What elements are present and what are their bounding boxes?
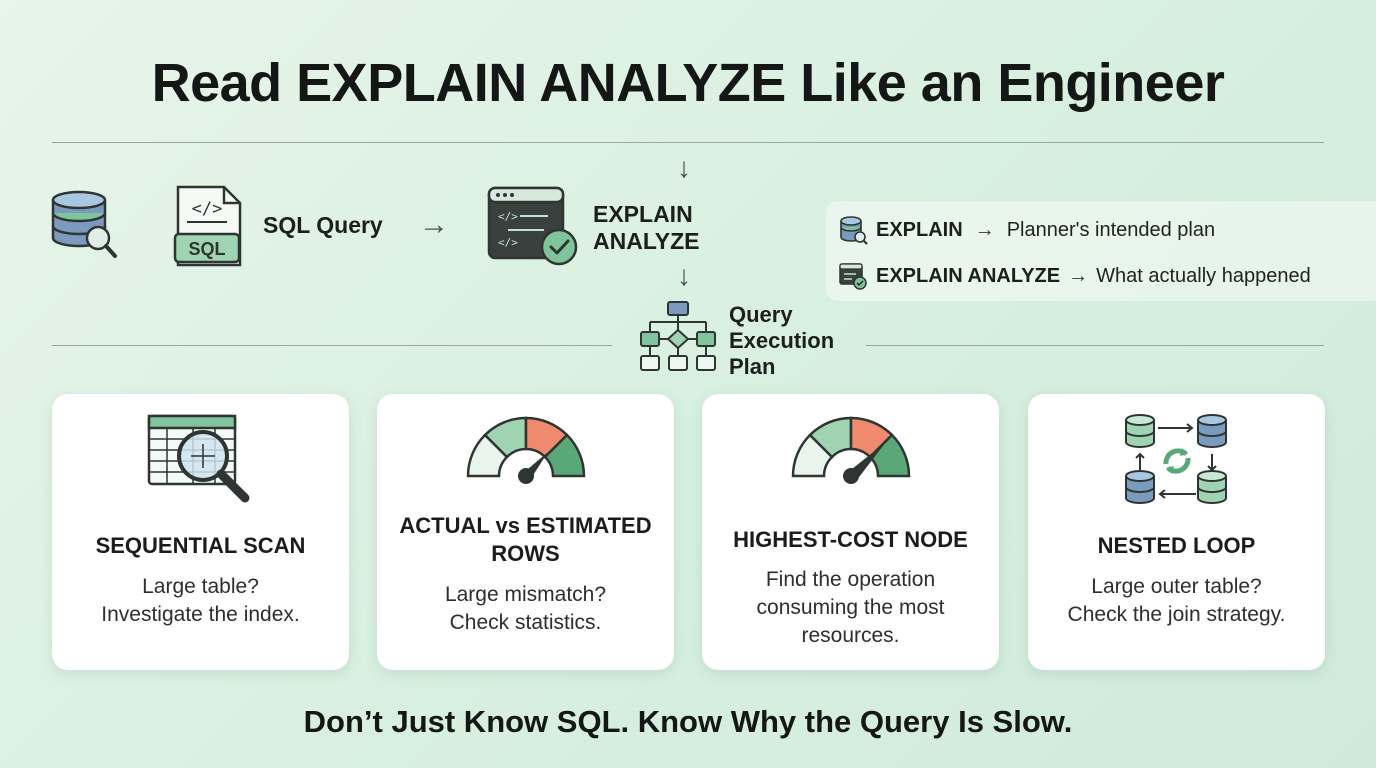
legend-value-explain: Planner's intended plan — [1006, 218, 1216, 241]
code-glyph: </> — [192, 199, 223, 219]
table-magnifier-icon — [147, 414, 249, 503]
card-desc-line: Large mismatch? — [444, 583, 607, 606]
database-search-icon — [51, 190, 117, 258]
explain-analyze-line1: EXPLAIN — [593, 201, 693, 227]
explain-analyze-line2: ANALYZE — [593, 228, 700, 254]
card-title-sequential-scan: SEQUENTIAL SCAN — [95, 533, 306, 558]
legend-row-explain-analyze: EXPLAIN ANALYZE → What actually happened — [838, 259, 1311, 293]
plan-line3: Plan — [729, 354, 776, 379]
legend-arrow-explain-analyze: → — [1068, 264, 1089, 287]
card-title-highest-cost-node: HIGHEST-COST NODE — [733, 527, 968, 552]
card-title-nested-loop: NESTED LOOP — [1097, 533, 1256, 558]
legend-key-explain-analyze: EXPLAIN ANALYZE — [876, 264, 1061, 287]
legend-panel: EXPLAIN → Planner's intended plan EXPLAI… — [826, 201, 1376, 301]
terminal-check-small-icon — [839, 263, 867, 290]
card-desc-line: Large outer table? — [1091, 575, 1262, 598]
sql-file-icon: </> SQL — [173, 185, 242, 267]
card-highest-cost-node: HIGHEST-COST NODE Find the operation con… — [702, 394, 999, 670]
legend-key-explain: EXPLAIN — [876, 218, 963, 241]
plan-line2: Execution — [729, 328, 835, 353]
legend-arrow-explain: → — [974, 218, 995, 241]
card-title-line: ROWS — [491, 541, 560, 566]
card-title-actual-vs-estimated: ACTUAL vs ESTIMATED ROWS — [387, 512, 664, 568]
legend-row-explain: EXPLAIN → Planner's intended plan — [838, 213, 1215, 247]
footer-tagline: Don’t Just Know SQL. Know Why the Query … — [303, 704, 1073, 739]
svg-text:</>: </> — [498, 210, 518, 223]
top-divider — [52, 142, 1324, 143]
explain-analyze-label: EXPLAIN ANALYZE — [593, 201, 700, 255]
terminal-check-icon: </> </> — [487, 186, 578, 266]
card-desc-line: Find the operation — [765, 568, 936, 591]
card-desc-sequential-scan: Large table? Investigate the index. — [62, 573, 339, 629]
sql-query-label: SQL Query — [263, 212, 383, 238]
card-desc-line: Large table? — [142, 575, 259, 598]
query-plan-label: Query Execution Plan — [729, 302, 834, 380]
flow-arrow-1: → — [419, 208, 449, 241]
mid-divider-left — [52, 345, 612, 346]
card-desc-line: Investigate the index. — [101, 603, 300, 626]
card-desc-highest-cost-node: Find the operation consuming the most re… — [712, 566, 989, 650]
down-arrow-bottom: ↓ — [677, 260, 691, 291]
card-actual-vs-estimated: ACTUAL vs ESTIMATED ROWS Large mismatch?… — [377, 394, 674, 670]
page-title: Read EXPLAIN ANALYZE Like an Engineer — [151, 53, 1225, 113]
gauge-high-icon — [791, 416, 910, 484]
card-desc-line: Check the join strategy. — [1067, 603, 1286, 626]
database-icon — [840, 216, 868, 245]
down-arrow-top: ↓ — [677, 152, 691, 183]
card-desc-actual-vs-estimated: Large mismatch? Check statistics. — [387, 581, 664, 637]
svg-text:</>: </> — [498, 236, 518, 249]
card-sequential-scan: SEQUENTIAL SCAN Large table? Investigate… — [52, 394, 349, 670]
mid-divider-right — [866, 345, 1324, 346]
legend-value-explain-analyze: What actually happened — [1096, 264, 1311, 287]
plan-line1: Query — [729, 302, 793, 327]
card-desc-line: Check statistics. — [449, 611, 602, 634]
card-desc-line: consuming the most — [756, 596, 945, 619]
gauge-icon — [466, 416, 585, 484]
sql-tag: SQL — [188, 239, 225, 259]
card-desc-nested-loop: Large outer table? Check the join strate… — [1038, 573, 1315, 629]
card-nested-loop: NESTED LOOP Large outer table? Check the… — [1028, 394, 1325, 670]
card-desc-line: resources. — [801, 624, 900, 647]
database-loop-icon — [1124, 414, 1227, 504]
card-title-line: ACTUAL vs ESTIMATED — [399, 513, 652, 538]
plan-tree-icon — [640, 301, 716, 371]
